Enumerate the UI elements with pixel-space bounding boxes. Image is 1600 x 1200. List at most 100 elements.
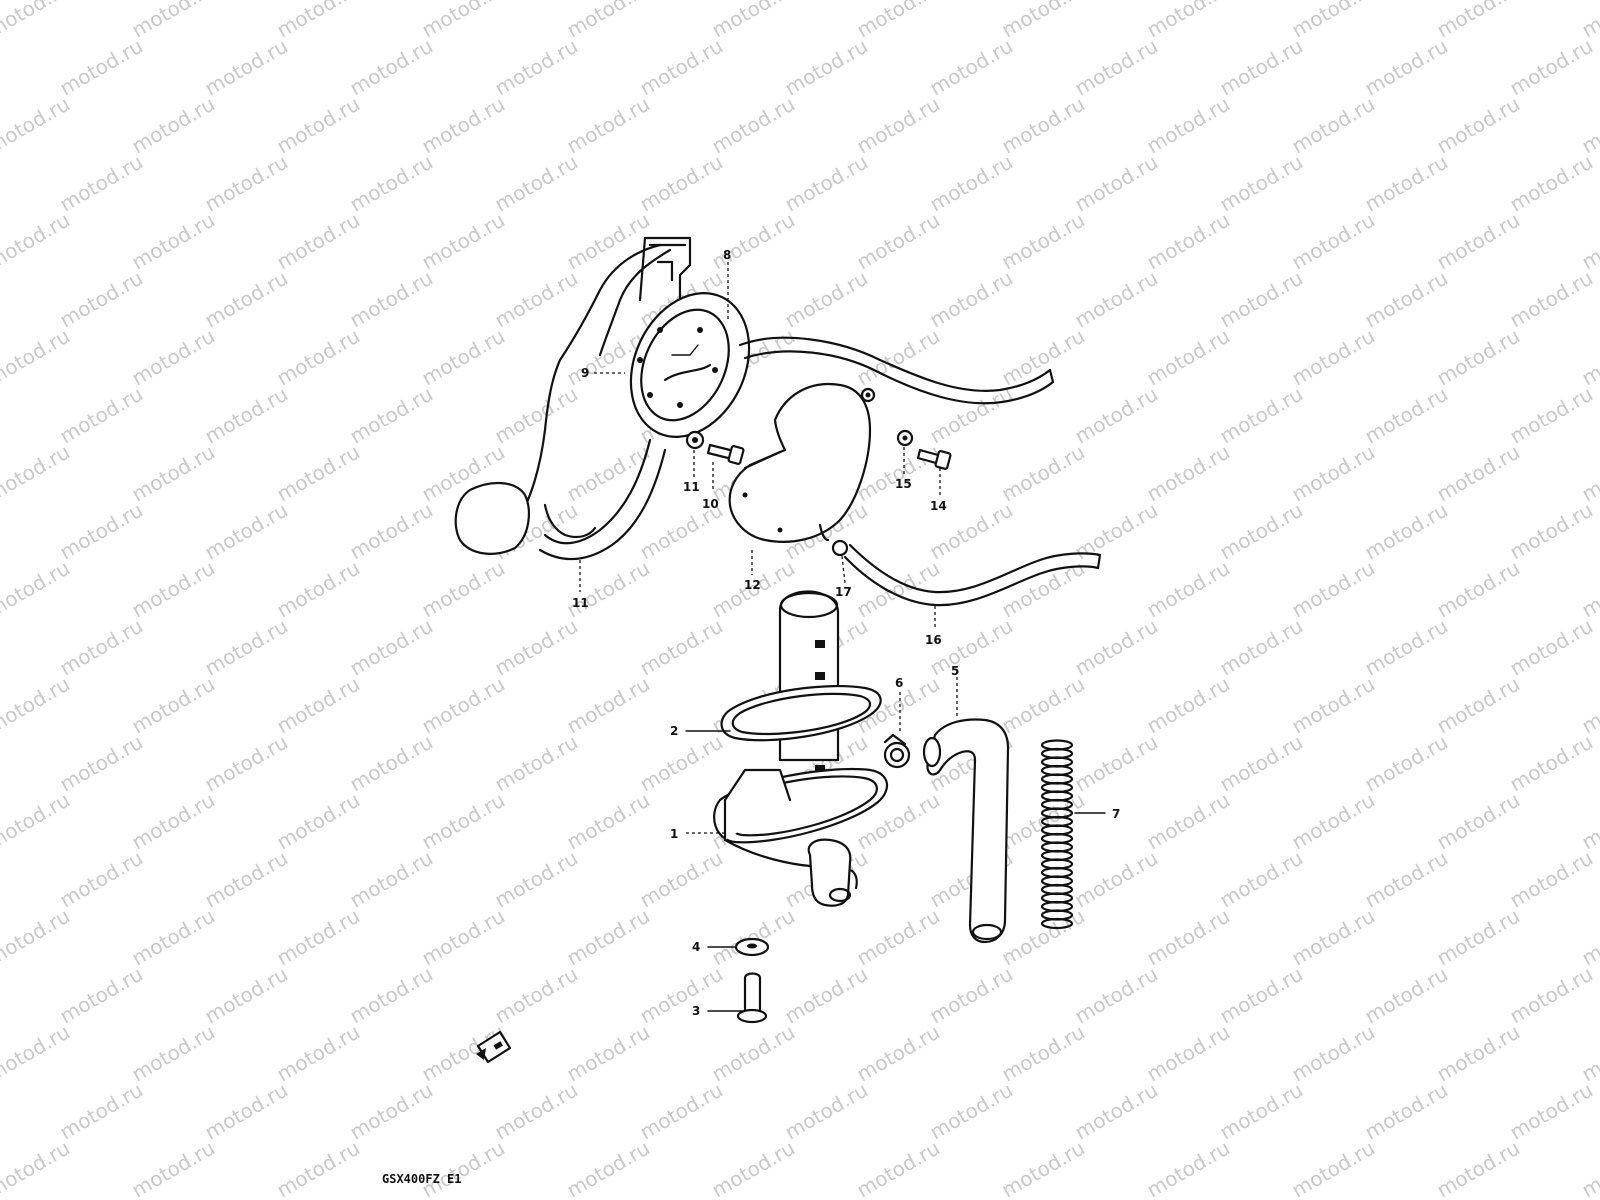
callout-12: 12: [744, 578, 761, 592]
watermark-text: motod.ru: [0, 962, 2, 1029]
washer-15: [896, 429, 914, 447]
watermark-text: motod.ru: [1361, 382, 1452, 449]
watermark-text: motod.ru: [1288, 904, 1379, 971]
watermark-text: motod.ru: [273, 208, 364, 275]
watermark-text: motod.ru: [1071, 614, 1162, 681]
watermark-text: motod.ru: [1288, 440, 1379, 507]
watermark-text: motod.ru: [201, 730, 292, 797]
watermark-text: motod.ru: [1433, 556, 1524, 623]
callout-11-hose: 11: [572, 596, 589, 610]
watermark-text: motod.ru: [491, 1078, 582, 1145]
watermark-text: motod.ru: [1361, 150, 1452, 217]
watermark-text: motod.ru: [1578, 92, 1600, 159]
watermark-text: motod.ru: [563, 0, 654, 42]
watermark-text: motod.ru: [1143, 904, 1234, 971]
watermark-text: motod.ru: [1216, 1078, 1307, 1145]
watermark-text: motod.ru: [1216, 730, 1307, 797]
watermark-text: motod.ru: [1506, 1078, 1597, 1145]
washer-4: [734, 937, 770, 957]
watermark-text: motod.ru: [346, 730, 437, 797]
watermark-text: motod.ru: [1506, 846, 1597, 913]
watermark-text: motod.ru: [491, 730, 582, 797]
callout-16: 16: [925, 633, 942, 647]
watermark-text: motod.ru: [1071, 1194, 1162, 1200]
watermark-text: motod.ru: [1506, 962, 1597, 1029]
watermark-text: motod.ru: [998, 440, 1089, 507]
watermark-text: motod.ru: [418, 208, 509, 275]
watermark-text: motod.ru: [998, 672, 1089, 739]
watermark-text: motod.ru: [563, 1020, 654, 1087]
watermark-text: motod.ru: [0, 1078, 2, 1145]
watermark-text: motod.ru: [563, 672, 654, 739]
watermark-text: motod.ru: [1288, 324, 1379, 391]
watermark-text: motod.ru: [1143, 672, 1234, 739]
screw-14: [916, 448, 952, 470]
watermark-text: motod.ru: [273, 904, 364, 971]
watermark-text: motod.ru: [56, 34, 147, 101]
watermark-text: motod.ru: [56, 1194, 147, 1200]
vacuum-cover-12: [728, 382, 876, 543]
watermark-text: motod.ru: [563, 556, 654, 623]
watermark-text: motod.ru: [56, 498, 147, 565]
watermark-text: motod.ru: [1578, 324, 1600, 391]
watermark-text: motod.ru: [926, 382, 1017, 449]
watermark-text: motod.ru: [0, 1020, 74, 1087]
callout-5: 5: [951, 664, 959, 678]
fuel-hose-upper: [738, 336, 1055, 405]
watermark-text: motod.ru: [1361, 1194, 1452, 1200]
watermark-text: motod.ru: [853, 208, 944, 275]
watermark-text: motod.ru: [346, 962, 437, 1029]
watermark-text: motod.ru: [56, 614, 147, 681]
watermark-text: motod.ru: [491, 34, 582, 101]
watermark-text: motod.ru: [1578, 788, 1600, 855]
watermark-text: motod.ru: [926, 1194, 1017, 1200]
watermark-text: motod.ru: [201, 1078, 292, 1145]
watermark-text: motod.ru: [201, 34, 292, 101]
watermark-text: motod.ru: [1071, 1078, 1162, 1145]
watermark-text: motod.ru: [1288, 556, 1379, 623]
watermark-text: motod.ru: [1578, 556, 1600, 623]
watermark-text: motod.ru: [1361, 266, 1452, 333]
watermark-text: motod.ru: [1433, 1020, 1524, 1087]
watermark-text: motod.ru: [346, 266, 437, 333]
watermark-text: motod.ru: [418, 0, 509, 42]
watermark-text: motod.ru: [1143, 788, 1234, 855]
watermark-text: motod.ru: [201, 382, 292, 449]
watermark-text: motod.ru: [1506, 498, 1597, 565]
watermark-text: motod.ru: [0, 382, 2, 449]
watermark-text: motod.ru: [1361, 614, 1452, 681]
watermark-text: motod.ru: [1506, 34, 1597, 101]
watermark-text: motod.ru: [418, 92, 509, 159]
watermark-text: motod.ru: [1506, 266, 1597, 333]
watermark-text: motod.ru: [56, 382, 147, 449]
watermark-text: motod.ru: [128, 788, 219, 855]
watermark-text: motod.ru: [273, 788, 364, 855]
watermark-text: motod.ru: [0, 440, 74, 507]
callout-2: 2: [670, 724, 678, 738]
watermark-text: motod.ru: [926, 266, 1017, 333]
watermark-text: motod.ru: [926, 1078, 1017, 1145]
watermark-text: motod.ru: [0, 1136, 74, 1200]
watermark-text: motod.ru: [998, 92, 1089, 159]
hose-spring-7: [1040, 739, 1074, 930]
front-direction-arrow-icon: [476, 1030, 512, 1064]
watermark-text: motod.ru: [491, 266, 582, 333]
watermark-text: motod.ru: [0, 266, 2, 333]
watermark-text: motod.ru: [1216, 1194, 1307, 1200]
watermark-text: motod.ru: [853, 1020, 944, 1087]
callout-1: 1: [670, 827, 678, 841]
watermark-text: motod.ru: [563, 904, 654, 971]
watermark-text: motod.ru: [0, 150, 2, 217]
watermark-text: motod.ru: [0, 730, 2, 797]
watermark-text: motod.ru: [1143, 556, 1234, 623]
watermark-text: motod.ru: [128, 1020, 219, 1087]
watermark-text: motod.ru: [1216, 614, 1307, 681]
watermark-text: motod.ru: [636, 962, 727, 1029]
watermark-text: motod.ru: [1578, 1136, 1600, 1200]
watermark-text: motod.ru: [1143, 208, 1234, 275]
watermark-text: motod.ru: [1071, 382, 1162, 449]
watermark-text: motod.ru: [1216, 498, 1307, 565]
watermark-text: motod.ru: [418, 1136, 509, 1200]
watermark-text: motod.ru: [418, 904, 509, 971]
